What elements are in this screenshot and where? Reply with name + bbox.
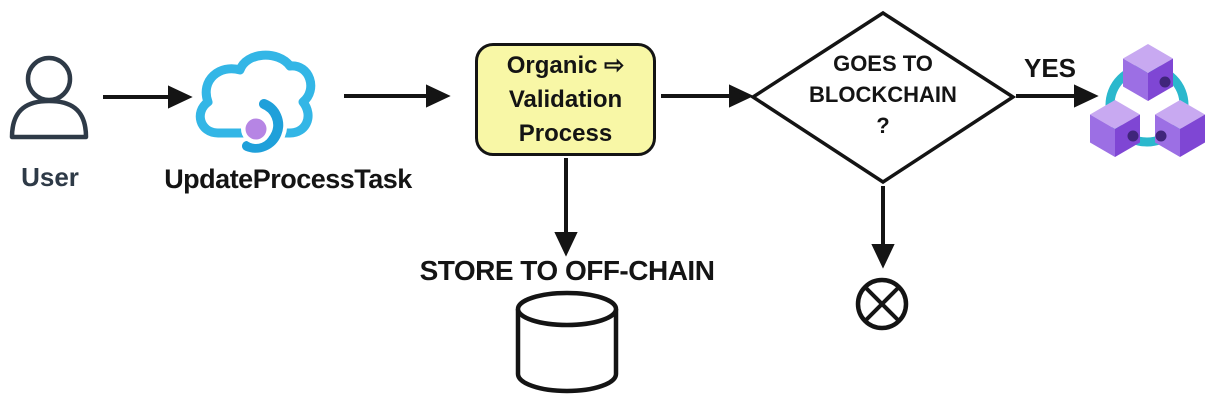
- decision-label: GOES TO BLOCKCHAIN ?: [783, 48, 983, 141]
- decision-line-2: BLOCKCHAIN: [809, 82, 957, 107]
- arrow-task-to-process: [344, 84, 451, 108]
- arrow-user-to-task: [103, 85, 193, 109]
- organic-validation-process-node: Organic ⇨ Validation Process: [475, 43, 656, 156]
- update-process-task-label: UpdateProcessTask: [164, 164, 412, 194]
- process-line-3: Process: [518, 119, 613, 147]
- blockchain-cubes-icon: [1090, 44, 1205, 157]
- arrow-process-to-offchain: [554, 158, 578, 257]
- process-line-1: Organic ⇨: [506, 51, 625, 79]
- arrow-decision-to-blockchain: [1016, 84, 1099, 108]
- decision-diamond: [749, 10, 1017, 185]
- person-icon: [9, 55, 89, 140]
- arrow-process-to-decision: [661, 84, 754, 108]
- arrow-decision-to-terminator: [871, 186, 895, 269]
- store-offchain-label: STORE TO OFF-CHAIN: [419, 255, 715, 286]
- decision-line-3: ?: [876, 113, 890, 138]
- database-cylinder-icon: [515, 290, 619, 394]
- cloud-task-icon: [195, 50, 316, 157]
- process-line-2: Validation: [508, 85, 623, 113]
- yes-edge-label: YES: [1023, 53, 1077, 83]
- user-label: User: [21, 162, 79, 192]
- circle-x-icon: [855, 277, 909, 331]
- cloud-dot: [245, 118, 267, 140]
- decision-line-1: GOES TO: [833, 51, 933, 76]
